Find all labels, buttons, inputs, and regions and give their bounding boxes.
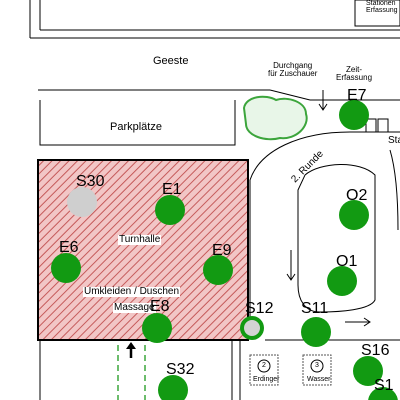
point-label-e7: E7 (347, 87, 367, 104)
zeit-erfassung-label: Zeit- Erfassung (336, 65, 373, 83)
map-point-o1[interactable] (327, 266, 357, 296)
point-label-s30: S30 (76, 173, 105, 190)
massage-label: Massage (113, 302, 156, 313)
point-label-s1: S1 (374, 377, 394, 394)
timing-box (365, 118, 377, 133)
map-point-s30[interactable] (67, 187, 97, 217)
track-right (389, 149, 399, 231)
arrow-down-durchgang (318, 90, 328, 111)
map-point-e8[interactable] (142, 313, 172, 343)
road-line (269, 89, 311, 101)
point-label-s12: S12 (245, 300, 274, 317)
timing-box (377, 118, 389, 133)
durchgang-label: Durchgang für Zuschauer (268, 61, 318, 79)
map-point-e9[interactable] (203, 255, 233, 285)
point-label-e1: E1 (162, 181, 182, 198)
erdinger-label: Erdinger (253, 376, 280, 383)
station-box (354, 0, 400, 27)
map-point-s16[interactable] (353, 356, 383, 386)
wasser-number: 3 (315, 362, 319, 369)
supply-wasser-badge (310, 359, 324, 373)
erdinger-number: 2 (262, 362, 266, 369)
map-point-e1[interactable] (155, 195, 185, 225)
point-label-e9: E9 (212, 242, 232, 259)
sta-label: Sta (388, 135, 400, 146)
map-point-s1[interactable] (368, 387, 398, 400)
point-label-s32: S32 (166, 361, 195, 378)
umkleiden-label: Umkleiden / Duschen (83, 286, 181, 297)
parking-area (39, 100, 236, 146)
points-layer (51, 100, 398, 400)
track-inner (297, 164, 376, 313)
station-erfassung-label: Stationen Erfassung (366, 0, 398, 15)
map-point-s11[interactable] (301, 317, 331, 347)
turnhalle-label: Turnhalle (118, 234, 162, 245)
point-label-o2: O2 (346, 187, 368, 204)
map-point-s12[interactable] (240, 316, 264, 340)
arrow-right-track (345, 317, 371, 327)
point-label-s11: S11 (301, 300, 329, 317)
bush-area (242, 95, 308, 141)
point-label-e8: E8 (150, 298, 170, 315)
point-label-s16: S16 (361, 342, 390, 359)
map-point-e7[interactable] (339, 100, 369, 130)
geeste-label: Geeste (153, 55, 189, 67)
arrow-down-track (286, 250, 296, 281)
parkplaetze-label: Parkplätze (110, 121, 162, 133)
arrow-up-entrance (126, 342, 136, 358)
supply-erdinger-badge (257, 359, 271, 373)
point-label-e6: E6 (59, 239, 79, 256)
map-point-o2[interactable] (339, 200, 369, 230)
track-outer (249, 131, 400, 181)
point-label-o1: O1 (336, 253, 358, 270)
map-point-s32[interactable] (158, 375, 188, 400)
wasser-label: Wasser (307, 376, 331, 383)
map-point-e6[interactable] (51, 253, 81, 283)
